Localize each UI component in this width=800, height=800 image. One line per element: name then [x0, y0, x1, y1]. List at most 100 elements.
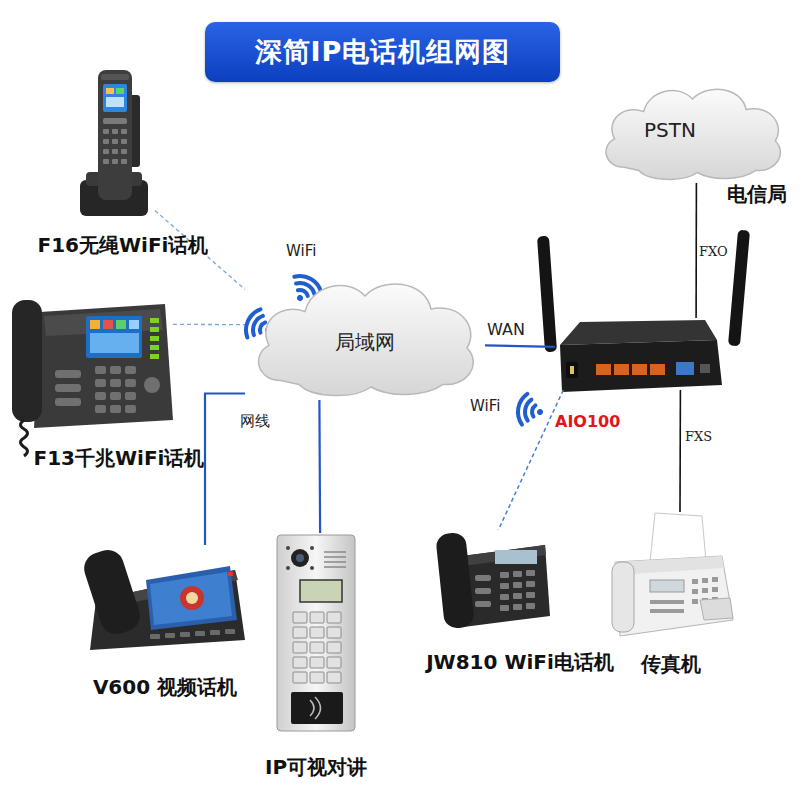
video-phone-illustration [228, 572, 233, 576]
cordless-phone-illustration [103, 84, 127, 112]
door-intercom-illustration [310, 697, 321, 719]
fax-illustration [692, 589, 698, 594]
desk-phone-illustration [55, 384, 81, 392]
edge-label: WiFi [286, 243, 316, 260]
wifi-symbol [241, 307, 260, 338]
wifi-phone-illustration [475, 570, 535, 611]
desk-phone-illustration [110, 392, 121, 400]
connector-line [679, 390, 681, 512]
cordless-phone-illustration [106, 88, 114, 94]
connector-line [318, 400, 321, 533]
desk-phone-illustration [55, 398, 81, 406]
desk-phone-illustration [95, 366, 106, 374]
door-intercom-illustration [310, 627, 324, 638]
router-illustration [700, 364, 710, 373]
cordless-phone-illustration [103, 118, 127, 124]
desk-phone-illustration [95, 379, 106, 387]
desk-phone-illustration [150, 318, 159, 323]
wifi-phone-illustration [526, 570, 535, 576]
desk-phone-illustration [55, 366, 160, 413]
wifi-phone-illustration [513, 593, 522, 599]
door-intercom-illustration [296, 554, 304, 562]
edge-label: FXO [699, 245, 728, 259]
desk-phone-illustration [144, 377, 160, 393]
video-phone-illustration [225, 629, 235, 634]
cordless-phone: F16无绳WiFi话机 [70, 68, 155, 218]
wifi-phone-illustration [513, 582, 522, 588]
node-label: PSTN [635, 118, 705, 142]
router-illustration [560, 340, 722, 392]
fax-illustration [650, 513, 706, 562]
wifi-phone-illustration [526, 603, 535, 609]
wifi-phone-illustration [500, 594, 509, 600]
router-illustration [650, 364, 665, 375]
door-intercom-illustration [327, 627, 341, 638]
cordless-phone-illustration [106, 97, 124, 107]
video-phone-illustration [195, 631, 205, 636]
desk-phone-illustration [150, 336, 159, 341]
door-intercom-illustration [327, 612, 341, 623]
fax-illustration [612, 562, 634, 632]
node-label: 传真机 [608, 652, 733, 676]
node-label: 局域网 [315, 330, 415, 354]
router-illustration [537, 230, 750, 392]
wifi-symbol [523, 399, 531, 421]
door-intercom-illustration [310, 612, 324, 623]
cordless-phone-illustration [112, 139, 118, 144]
video-phone-illustration [180, 586, 204, 610]
router-illustration [596, 364, 611, 375]
door-intercom-illustration [310, 657, 324, 668]
door-intercom-illustration [310, 566, 314, 570]
router-illustration [596, 364, 665, 375]
video-phone-illustration [80, 546, 144, 638]
door-intercom-illustration [324, 566, 346, 568]
diagram-title: 深简IP电话机组网图 [205, 22, 560, 82]
router-illustration [537, 236, 557, 353]
fax-illustration [650, 609, 684, 613]
desk-phone-illustration [95, 405, 106, 413]
video-phone-illustration [150, 634, 160, 639]
router-illustration [566, 362, 578, 378]
desk-phone-illustration [125, 392, 136, 400]
connector-line [695, 183, 697, 318]
fax-illustration [712, 587, 718, 592]
fax-illustration [702, 588, 708, 593]
door-intercom-illustration [310, 546, 314, 550]
cordless-phone-illustration [103, 159, 109, 164]
cordless-phone-illustration [121, 129, 127, 134]
video-phone-illustration [180, 632, 190, 637]
door-intercom-illustration [291, 549, 309, 567]
wifi-phone-illustration [526, 592, 535, 598]
door-intercom-illustration [291, 692, 343, 724]
desk-phone-illustration [12, 300, 42, 422]
door-intercom-illustration [324, 561, 346, 563]
router-illustration [728, 230, 750, 347]
edge-label: FXS [685, 430, 712, 444]
door-intercom-illustration [293, 657, 307, 668]
cordless-phone-illustration [112, 129, 118, 134]
connector-line [173, 324, 245, 326]
wifi-symbol [298, 288, 309, 296]
desk-phone-illustration [55, 370, 81, 378]
cordless-phone-illustration [112, 159, 118, 164]
desk-phone-illustration [21, 420, 28, 456]
video-phone-illustration [186, 592, 198, 604]
desk-phone-illustration [95, 392, 106, 400]
cordless-phone-illustration [121, 139, 127, 144]
router-illustration [676, 362, 694, 375]
door-intercom-illustration [293, 612, 307, 623]
wifi-phone-illustration [526, 581, 535, 587]
video-phone-illustration [146, 566, 237, 630]
wifi-symbol [296, 294, 304, 302]
desk-phone: F13千兆WiFi话机 [8, 298, 173, 430]
desk-phone-illustration [129, 320, 139, 329]
video-phone-illustration [165, 633, 175, 638]
door-intercom-illustration [327, 642, 341, 653]
router-illustration [632, 364, 647, 375]
door-intercom-illustration [277, 535, 355, 731]
node-label: IP可视对讲 [250, 755, 382, 779]
fax-illustration [612, 513, 733, 636]
video-phone-illustration [80, 546, 245, 650]
cloud-outline [259, 284, 474, 396]
